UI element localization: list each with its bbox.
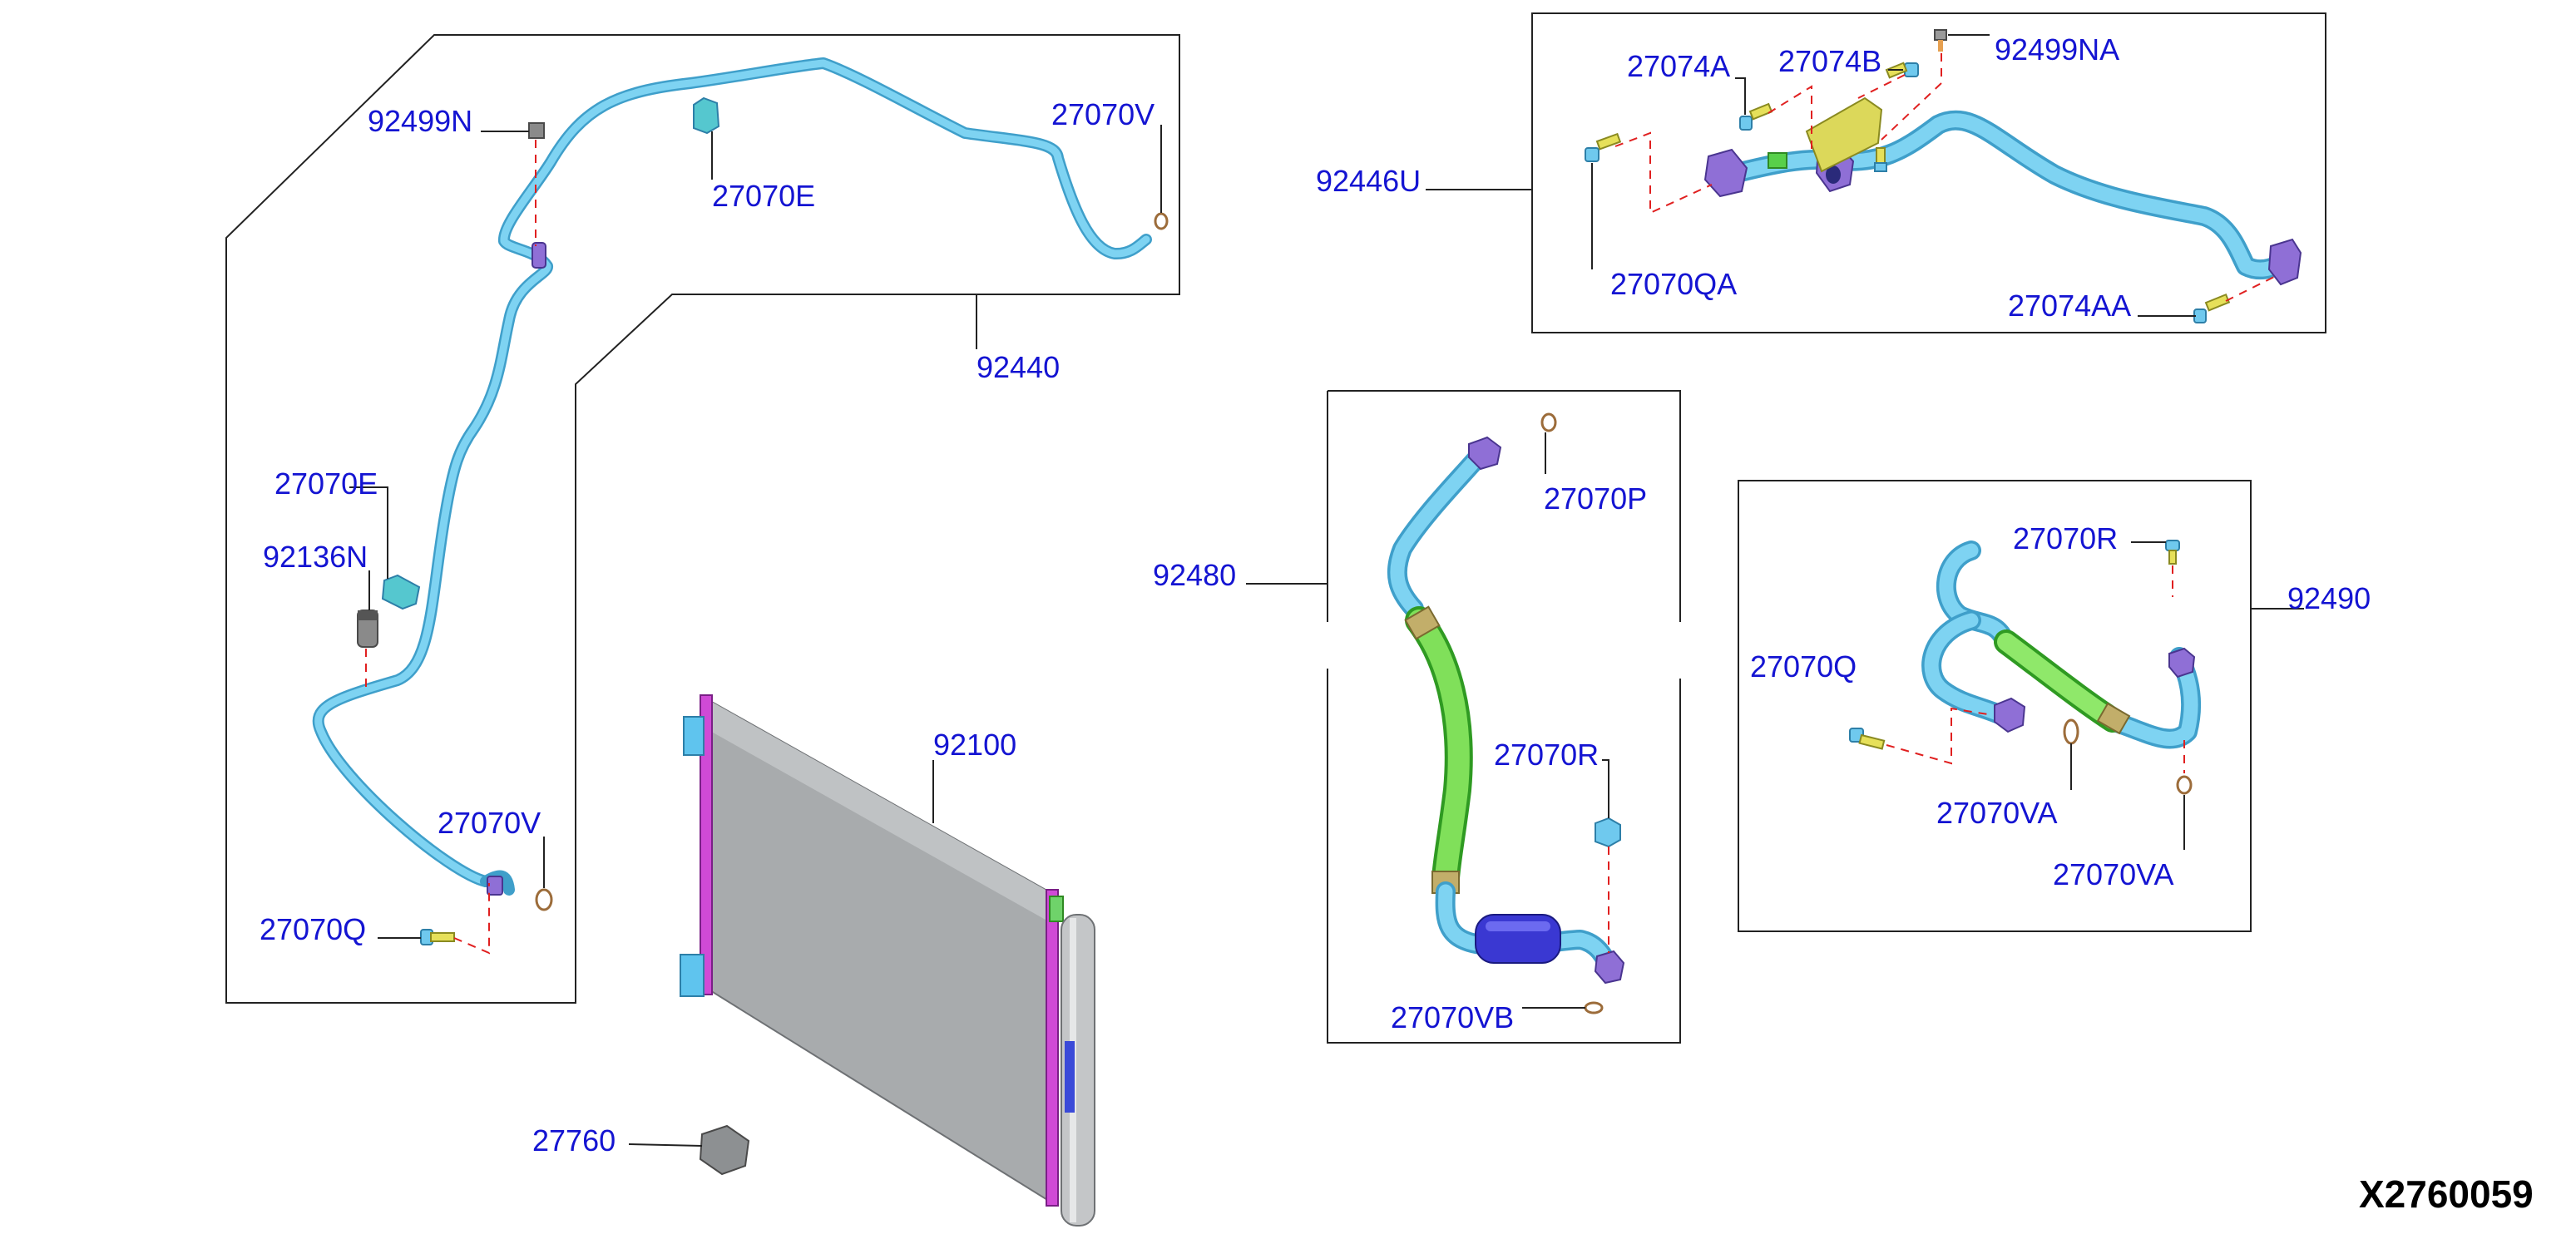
- receiver-drier-label: [1065, 1041, 1075, 1113]
- oring-27070VA-2: [2176, 775, 2193, 795]
- callout-27070VB: 27070VB: [1391, 1000, 1514, 1034]
- bolt-27074A: [1739, 102, 1773, 131]
- leader-27760: [628, 1143, 703, 1147]
- fitting-92480-top: [1468, 436, 1502, 471]
- group-27760: 27760: [532, 1123, 750, 1176]
- group-92100: 92100: [680, 694, 1095, 1227]
- guide-27070Q: [453, 883, 490, 955]
- condenser-right-tank: [1046, 889, 1059, 1207]
- callout-27760: 27760: [532, 1123, 616, 1157]
- callout-27070E-top: 27070E: [712, 179, 815, 213]
- guide-27070Q-right: [1886, 707, 1994, 765]
- clip-27070E-left: [381, 574, 421, 610]
- hose-92480-crimp-top: [1404, 605, 1441, 640]
- block-fitting-mid-hole: [1826, 165, 1841, 184]
- group-92440: 92499N 27070E 27070V 92440 27070E 92136N…: [225, 34, 1180, 1004]
- pipe-92480-upper-highlight: [1390, 447, 1488, 616]
- callout-27074B: 27074B: [1778, 44, 1881, 78]
- block-fitting-right: [2267, 238, 2302, 286]
- block-fitting-left: [1703, 148, 1748, 198]
- condenser-core-shade: [709, 700, 1051, 923]
- fitting-27070R-right: [2165, 540, 2180, 565]
- condenser-mount-bottom: [680, 954, 705, 997]
- callout-92440: 92440: [977, 350, 1060, 384]
- pipe-92490-front-highlight: [1924, 613, 2198, 746]
- group-92490: 27070R 92490 27070Q 27070VA 27070VA: [1738, 480, 2371, 932]
- fitting-92490-left: [1994, 697, 2026, 733]
- frame-92490: [1738, 480, 2252, 932]
- callout-92499N: 92499N: [368, 104, 472, 138]
- condenser-mount-top: [683, 716, 705, 756]
- fitting-27070R-mid: [1595, 817, 1621, 848]
- callout-27070VA-2: 27070VA: [2053, 857, 2173, 891]
- sensor-27760: [699, 1124, 750, 1176]
- fitting-92490-right: [2168, 647, 2196, 679]
- group-92446U: 27074A 27074B 92499NA 92446U 27070QA 270…: [1316, 12, 2326, 333]
- bolt-27070Q-right: [1849, 728, 1886, 750]
- pipe-92446U-green-band: [1768, 152, 1787, 169]
- figure-id: X2760059: [2359, 1172, 2534, 1216]
- bolt-27074AA: [2193, 293, 2231, 323]
- muffler-highlight: [1486, 921, 1550, 931]
- oring-27070P: [1540, 412, 1557, 432]
- oring-27070VB: [1584, 1001, 1604, 1014]
- callout-27070VA-1: 27070VA: [1936, 796, 2057, 830]
- callout-92136N: 92136N: [263, 540, 368, 574]
- sensor-92136N-cap: [358, 610, 378, 620]
- condenser-mount-right: [1049, 896, 1064, 922]
- condenser-core: [708, 698, 1052, 1204]
- bolt-mid-small: [1874, 147, 1887, 172]
- hose-92490-crimp: [2096, 702, 2131, 735]
- callout-92499NA: 92499NA: [1995, 32, 2119, 67]
- guide-27074A: [1768, 85, 1812, 155]
- condenser-left-tank: [700, 694, 713, 995]
- callout-27070P: 27070P: [1544, 481, 1647, 516]
- callout-27070V-top: 27070V: [1051, 97, 1155, 131]
- callout-27070Q: 27070Q: [260, 912, 366, 946]
- hose-92490-highlight: [1997, 633, 2122, 729]
- clip-27070E-top: [693, 96, 720, 135]
- callout-92446U: 92446U: [1316, 164, 1421, 198]
- bracket-yellow: [1805, 96, 1883, 173]
- leader-27074A: [1735, 77, 1746, 115]
- callout-92490: 92490: [2287, 581, 2371, 615]
- callout-27070R-mid: 27070R: [1494, 738, 1599, 772]
- callout-27070Q-right: 27070Q: [1750, 649, 1857, 684]
- callout-27070R-right: 27070R: [2013, 521, 2118, 555]
- oring-27070V-bottom: [535, 888, 553, 911]
- clip-lower: [487, 876, 503, 896]
- bolt-27070QA: [1585, 132, 1622, 162]
- bolt-27070Q: [420, 929, 455, 945]
- frame-92440: [225, 34, 1180, 1004]
- pipe-92440-highlight: [314, 59, 1150, 886]
- callout-27074A: 27074A: [1627, 49, 1730, 83]
- fitting-92499N: [528, 122, 545, 139]
- callout-92100: 92100: [933, 728, 1016, 762]
- guide-92499NA: [1881, 53, 1942, 141]
- callout-27070V-bottom: 27070V: [438, 806, 541, 840]
- oring-27070V-top: [1154, 212, 1169, 230]
- oring-27070VA-1: [2063, 718, 2079, 745]
- fitting-92480-bottom: [1594, 950, 1625, 985]
- bolt-92499NA: [1934, 29, 1947, 52]
- hose-92480-highlight: [1408, 610, 1470, 889]
- callout-27070E-left: 27070E: [274, 466, 378, 501]
- guide-27074B: [1857, 74, 1906, 99]
- leader-27070R-mid: [1602, 759, 1609, 818]
- callout-27070QA: 27070QA: [1610, 267, 1737, 301]
- callout-27074AA: 27074AA: [2008, 289, 2131, 323]
- frame-92446U: [1531, 12, 2326, 333]
- callout-92480: 92480: [1153, 558, 1236, 592]
- guide-27070QA: [1614, 131, 1713, 215]
- guide-27074AA: [2225, 274, 2280, 302]
- group-92480: 27070P 92480 27070R 27070VB: [1153, 390, 1681, 1044]
- clip-upper: [532, 242, 546, 269]
- leader-27070E-left: [349, 486, 388, 579]
